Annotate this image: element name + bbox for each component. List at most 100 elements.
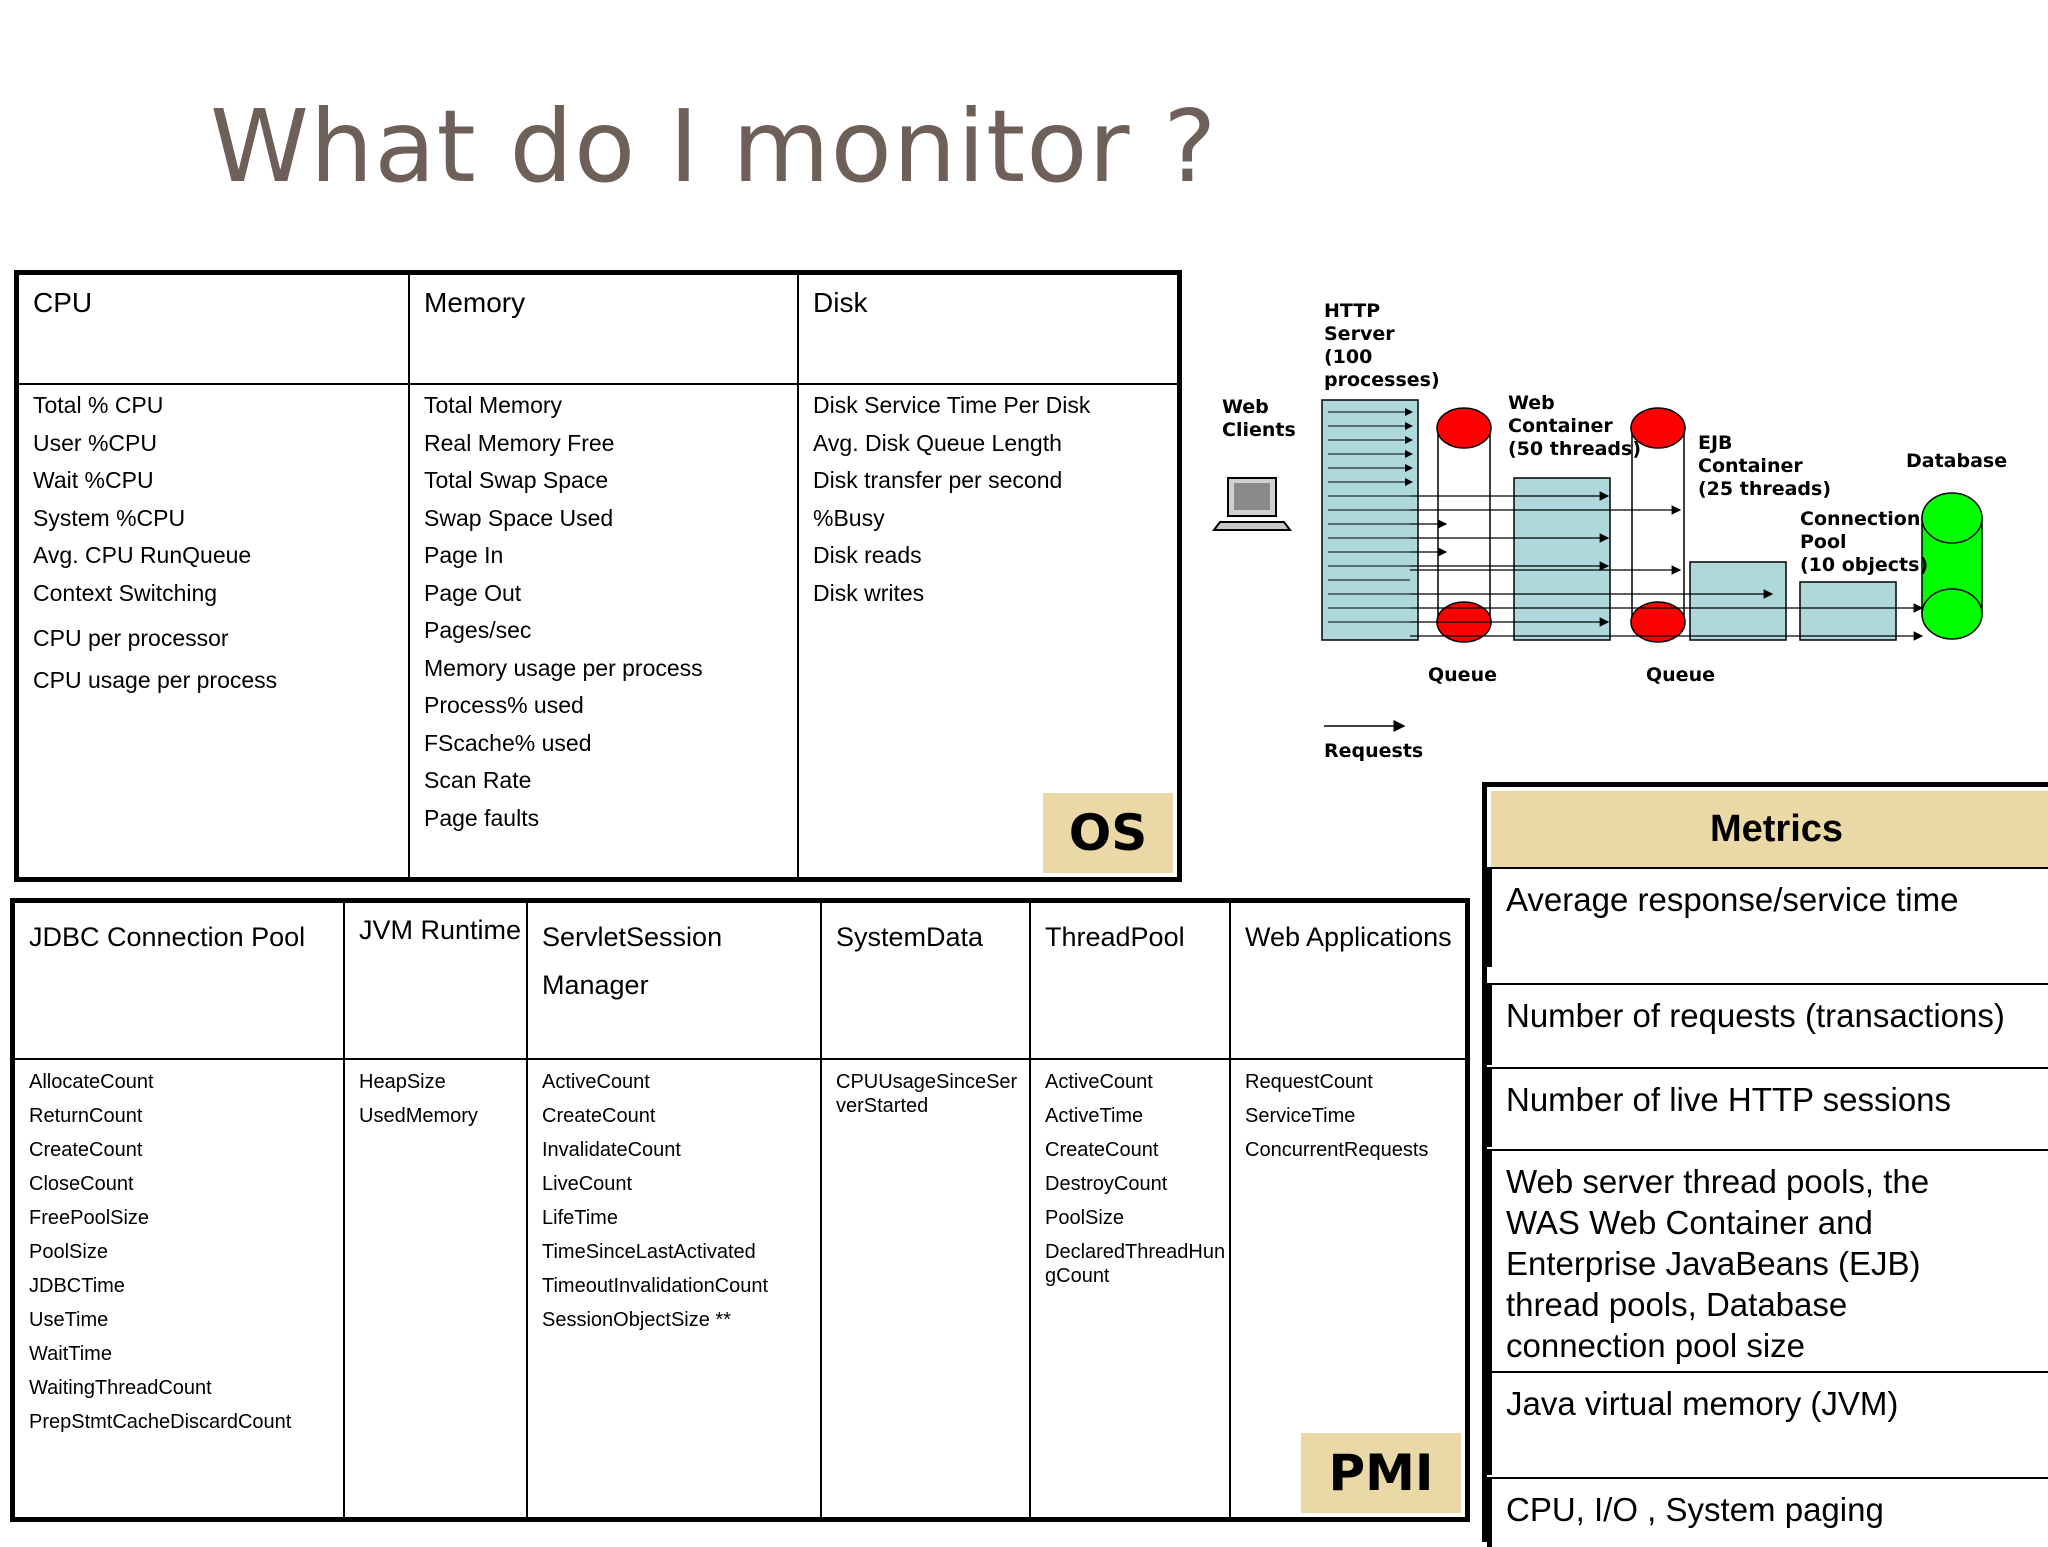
http-server-box [1321, 399, 1419, 641]
os-column-cpu: CPU Total % CPU User %CPU Wait %CPU Syst… [19, 275, 408, 877]
pmi-column-jvm: JVM Runtime HeapSize UsedMemory [343, 903, 526, 1517]
pmi-column-systemdata: SystemData CPUUsageSinceServerStarted [820, 903, 1029, 1517]
pmi-item: UsedMemory [359, 1105, 478, 1127]
queue-left-label: Queue [1428, 664, 1497, 686]
os-item: Disk writes [813, 579, 925, 606]
pmi-item: TimeSinceLastActivated [542, 1241, 756, 1263]
os-item: Page faults [424, 804, 540, 831]
queue-left-cylinder [1436, 407, 1492, 643]
os-item: Total Memory [424, 392, 563, 418]
metric-row: Web server thread pools, the WAS Web Con… [1487, 1149, 2048, 1371]
pmi-item: DeclaredThreadHungCount [1045, 1241, 1226, 1287]
pmi-item: PoolSize [29, 1241, 108, 1263]
pmi-item: CreateCount [542, 1105, 656, 1127]
os-item: Disk transfer per second [813, 467, 1063, 493]
pmi-item-list: RequestCount ServiceTime ConcurrentReque… [1245, 1065, 1460, 1167]
metric-text: Java virtual memory (JVM) [1506, 1385, 1899, 1422]
pmi-item: PoolSize [1045, 1207, 1124, 1229]
slide-title: What do I monitor ? [210, 88, 1218, 205]
pmi-column-header: ThreadPool [1045, 922, 1185, 952]
metric-row: Number of live HTTP sessions [1487, 1067, 2048, 1147]
os-item: Process% used [424, 692, 584, 718]
pmi-header-divider [15, 1058, 1465, 1060]
os-item: Context Switching [33, 579, 218, 606]
metric-text: Average response/service time [1506, 881, 1959, 918]
metrics-table: Metrics Average response/service time Nu… [1482, 782, 2048, 1547]
os-item: System %CPU [33, 504, 186, 531]
pmi-item: ReturnCount [29, 1105, 143, 1127]
ejb-container-box [1689, 561, 1787, 641]
pmi-column-servletsession: ServletSession Manager ActiveCount Creat… [526, 903, 820, 1517]
web-container-box [1513, 477, 1611, 641]
os-item-list: Disk Service Time Per Disk Avg. Disk Que… [813, 387, 1090, 612]
os-item: %Busy [813, 504, 885, 531]
connection-pool-label: Connection Pool (10 objects) [1800, 508, 1929, 576]
os-item: User %CPU [33, 429, 157, 456]
laptop-icon [1212, 477, 1292, 531]
requests-legend-label: Requests [1324, 740, 1424, 762]
database-cylinder [1921, 492, 1983, 640]
os-item: Real Memory Free [424, 429, 615, 456]
os-item: FScache% used [424, 729, 592, 756]
os-item: CPU usage per process [33, 666, 278, 693]
pmi-item: ActiveCount [542, 1071, 650, 1093]
metric-row: Number of requests (transactions) [1487, 983, 2048, 1065]
connection-pool-box [1799, 581, 1897, 641]
metric-text: Number of requests (transactions) [1506, 997, 2005, 1034]
pmi-item: DestroyCount [1045, 1173, 1168, 1195]
pmi-item-list: HeapSize UsedMemory [359, 1065, 526, 1133]
database-label: Database [1906, 450, 2008, 472]
pmi-item: InvalidateCount [542, 1139, 681, 1161]
pmi-item: SessionObjectSize ** [542, 1309, 731, 1331]
pmi-item-list: AllocateCount ReturnCount CreateCount Cl… [29, 1065, 331, 1439]
pmi-column-header: JDBC Connection Pool [29, 922, 306, 952]
os-item: Page Out [424, 579, 522, 606]
pmi-item: HeapSize [359, 1071, 446, 1093]
web-clients-label: Web Clients [1222, 396, 1296, 441]
os-column-disk: Disk Disk Service Time Per Disk Avg. Dis… [797, 275, 1177, 877]
diagram-drawing [1212, 399, 1983, 732]
pmi-item: CreateCount [29, 1139, 143, 1161]
pmi-column-header: JVM Runtime [359, 915, 522, 945]
os-item: Memory usage per process [424, 654, 703, 681]
pmi-item: RequestCount [1245, 1071, 1373, 1093]
os-metrics-table: CPU Total % CPU User %CPU Wait %CPU Syst… [14, 270, 1182, 882]
metric-text: Web server thread pools, the WAS Web Con… [1506, 1163, 1930, 1364]
os-item-list: Total Memory Real Memory Free Total Swap… [424, 387, 703, 837]
os-item: Avg. Disk Queue Length [813, 429, 1062, 456]
metric-row: CPU, I/O , System paging [1487, 1477, 2048, 1547]
pmi-item: CPUUsageSinceServerStarted [836, 1071, 1018, 1117]
os-column-header: Memory [424, 287, 526, 318]
pmi-column-header: ServletSession Manager [542, 922, 723, 1000]
os-item: Disk Service Time Per Disk [813, 392, 1091, 418]
os-item: Scan Rate [424, 767, 532, 793]
os-item: Avg. CPU RunQueue [33, 542, 252, 568]
queue-right-label: Queue [1646, 664, 1715, 686]
os-item: CPU per processor [33, 625, 229, 651]
os-item: Total Swap Space [424, 467, 609, 493]
flow-arrows [1410, 491, 1924, 641]
pmi-item: PrepStmtCacheDiscardCount [29, 1411, 292, 1433]
queue-right-cylinder [1630, 407, 1686, 643]
http-server-request-lines [1328, 408, 1413, 623]
pmi-item: AllocateCount [29, 1071, 154, 1093]
os-item-list: Total % CPU User %CPU Wait %CPU System %… [33, 387, 277, 699]
pmi-item: ServiceTime [1245, 1105, 1356, 1127]
pmi-item: TimeoutInvalidationCount [542, 1275, 769, 1297]
pmi-column-header: Web Applications [1245, 922, 1452, 952]
pmi-metrics-table: JDBC Connection Pool AllocateCount Retur… [10, 898, 1470, 1522]
os-badge: OS [1043, 793, 1173, 873]
pmi-item: WaitTime [29, 1343, 112, 1365]
ejb-container-label: EJB Container (25 threads) [1698, 432, 1832, 500]
os-header-divider [19, 383, 1177, 385]
pmi-item: JDBCTime [29, 1275, 125, 1297]
metric-text: Number of live HTTP sessions [1506, 1081, 1952, 1118]
pmi-item: UseTime [29, 1309, 109, 1331]
pmi-column-threadpool: ThreadPool ActiveCount ActiveTime Create… [1029, 903, 1229, 1517]
architecture-diagram: Web Clients HTTP Server (100 processes) … [1200, 290, 2048, 780]
pmi-item: CloseCount [29, 1173, 134, 1195]
os-item: Page In [424, 542, 504, 568]
os-column-header: Disk [813, 287, 868, 318]
os-item: Disk reads [813, 542, 922, 568]
pmi-column-webapps: Web Applications RequestCount ServiceTim… [1229, 903, 1465, 1517]
